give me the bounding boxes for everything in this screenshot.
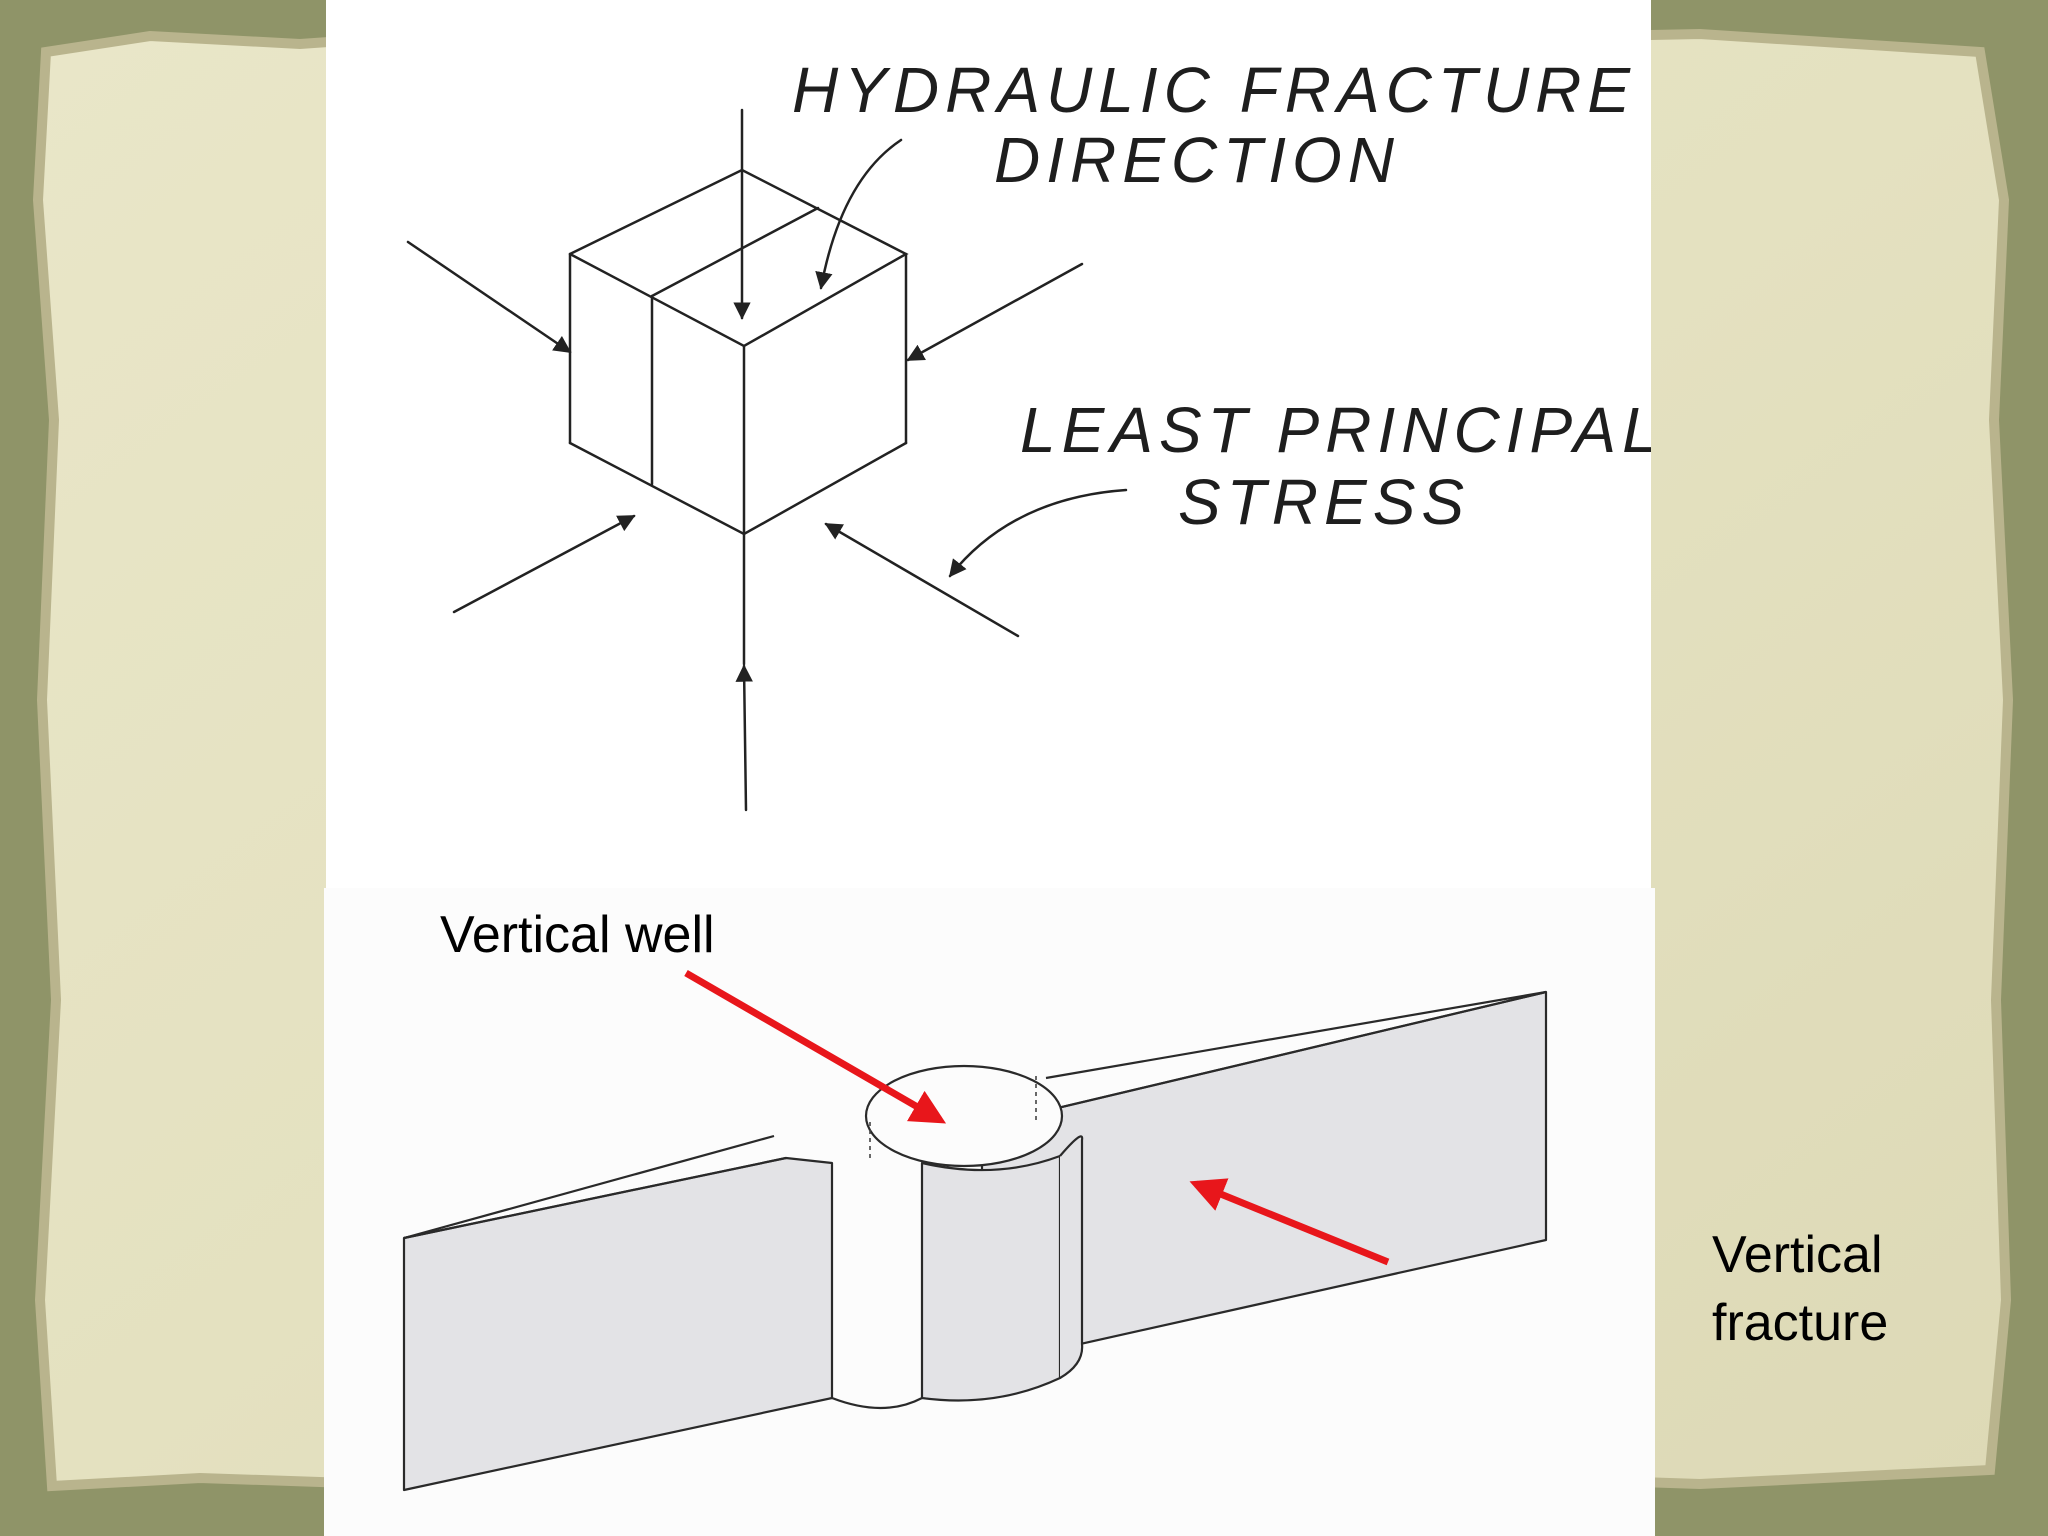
fracture-direction-label-line1: HYDRAULIC FRACTURE bbox=[792, 54, 1637, 126]
fracture-wing-diagram-panel: Vertical well bbox=[324, 888, 1655, 1536]
fracture-pointer-arrow bbox=[1189, 1178, 1390, 1266]
stress-cube bbox=[568, 168, 909, 666]
vertical-fracture-label-line2: fracture bbox=[1712, 1294, 1889, 1352]
stress-cube-diagram-panel: HYDRAULIC FRACTURE DIRECTION LEAST PRINC… bbox=[326, 0, 1651, 888]
least-stress-label-line2: STRESS bbox=[1178, 466, 1471, 538]
least-stress-axis-lower bbox=[824, 522, 1020, 638]
least-stress-label-line1: LEAST PRINCIPAL bbox=[1020, 394, 1651, 466]
stress-cube-diagram bbox=[406, 108, 1128, 812]
stress-axis-lower-left bbox=[452, 514, 636, 614]
fracture-slit-left bbox=[403, 1134, 775, 1240]
fracture-top-edge-left bbox=[403, 1156, 787, 1240]
vertical-axis-bottom bbox=[735, 664, 753, 812]
fracture-direction-leader-arrow bbox=[815, 138, 903, 290]
wellbore-bulge-right bbox=[1059, 1135, 1084, 1379]
fracture-top-edge-right bbox=[981, 990, 1547, 1128]
vertical-fracture-label-line1: Vertical bbox=[1712, 1226, 1883, 1284]
well-pointer-arrow bbox=[684, 969, 947, 1124]
wellbore-cylinder bbox=[920, 1154, 1062, 1402]
fracture-wing-diagram bbox=[402, 969, 1548, 1492]
fracture-slit-right bbox=[1045, 990, 1547, 1080]
least-stress-leader-arrow bbox=[948, 488, 1128, 578]
stress-axis-upper-right bbox=[906, 262, 1084, 362]
least-stress-axis-upper bbox=[406, 240, 572, 354]
fracture-direction-label-line2: DIRECTION bbox=[994, 124, 1400, 196]
wellbore-top bbox=[864, 1064, 1064, 1168]
vertical-well-label: Vertical well bbox=[440, 906, 715, 964]
fracture-left-wing bbox=[402, 1156, 834, 1492]
wellbore-bottom-curve bbox=[831, 1396, 923, 1410]
